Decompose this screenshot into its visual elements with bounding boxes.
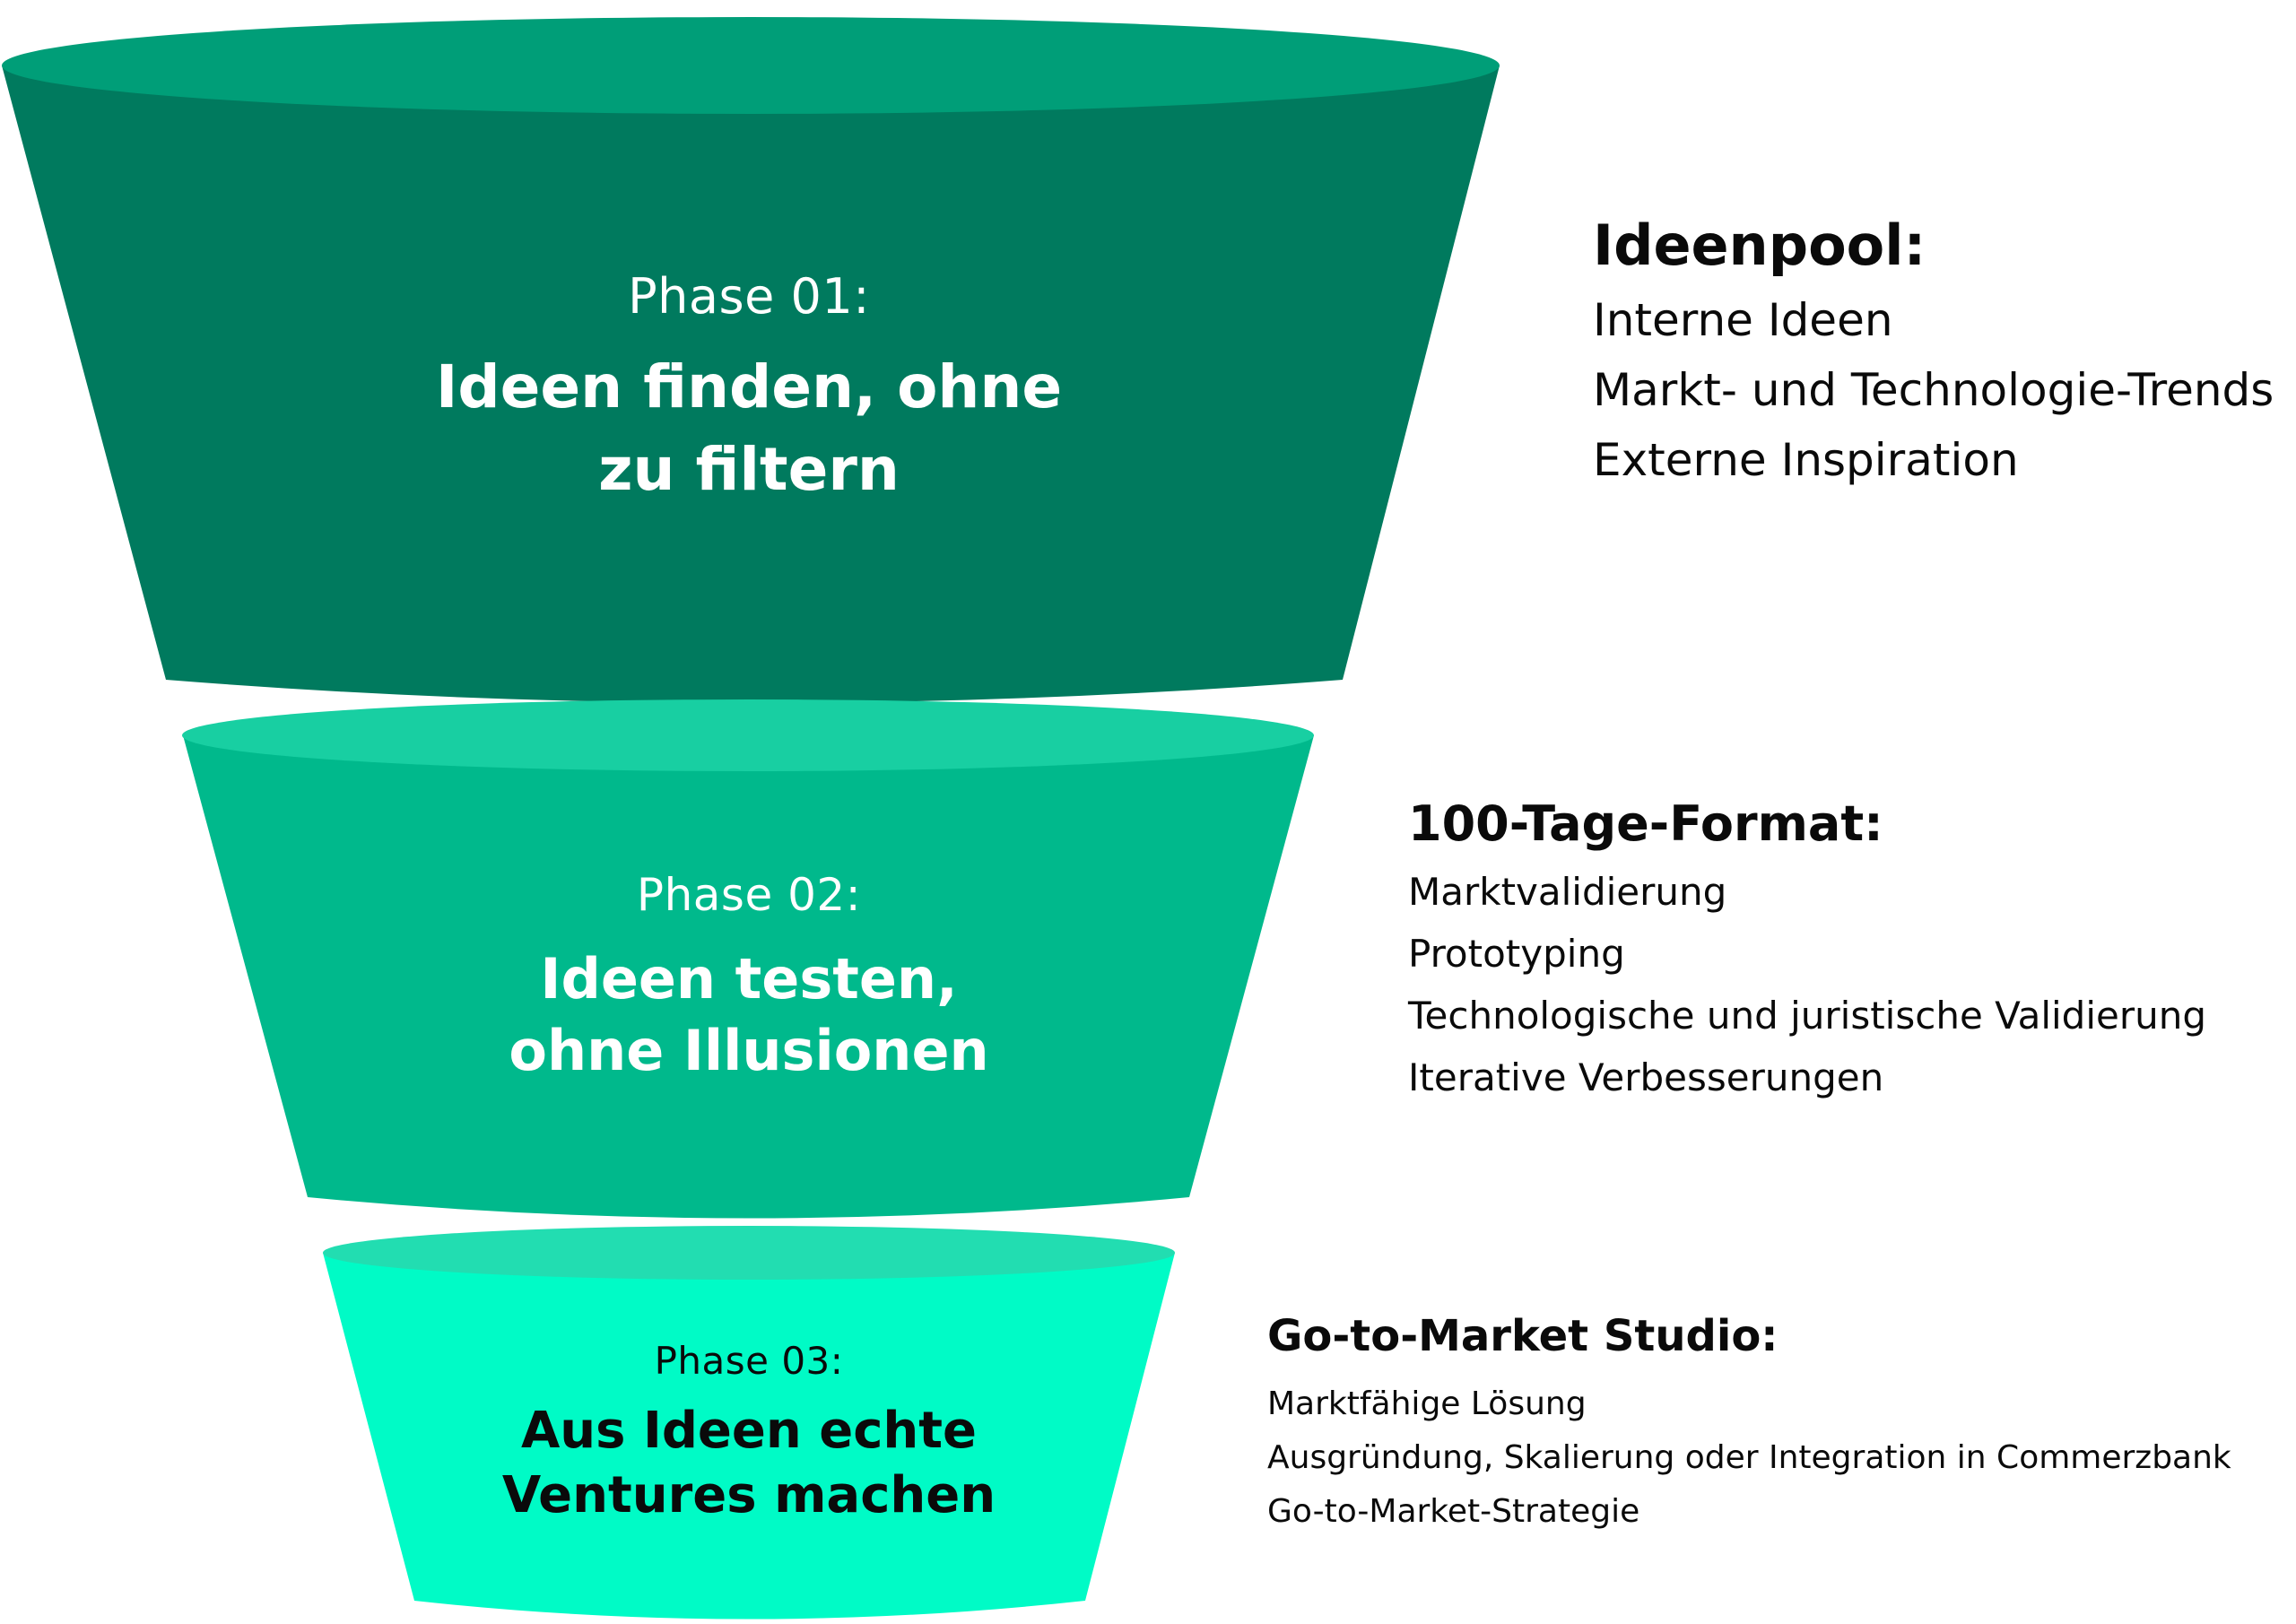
info-block-title: Go-to-Market Studio:: [1267, 1311, 1779, 1361]
info-list: Marktvalidierung Prototyping Technologis…: [1408, 861, 2206, 1108]
info-list-item: Ausgründung, Skalierung oder Integration…: [1267, 1439, 2231, 1476]
info-list-item: Iterative Verbesserungen: [1408, 1055, 1884, 1099]
info-list-item: Markt- und Technologie-Trends: [1593, 364, 2274, 416]
info-block-go-to-market-studio: Go-to-Market Studio: Marktfähige Lösung …: [1267, 1306, 2231, 1539]
phase-3-title-line-2: Ventures machen: [501, 1466, 996, 1524]
funnel-phase-1: [2, 17, 1500, 703]
phase-2-label: Phase 02:: [636, 869, 862, 921]
funnel-phase-3: [323, 1226, 1175, 1620]
info-block-title: Ideenpool:: [1593, 213, 1926, 278]
phase-3-text: Phase 03: Aus Ideen echte Ventures mache…: [390, 1333, 1108, 1528]
funnel-phase-1-top: [2, 17, 1500, 114]
info-list-item: Externe Inspiration: [1593, 434, 2019, 486]
info-list-item: Marktfähige Lösung: [1267, 1385, 1587, 1422]
phase-2-title-line-1: Ideen testen,: [540, 946, 958, 1012]
funnel-phase-3-top: [323, 1226, 1175, 1280]
phase-2-title-line-2: ohne Illusionen: [509, 1018, 989, 1083]
funnel-phase-2: [182, 699, 1314, 1219]
info-block-ideenpool: Ideenpool: Interne Ideen Markt- und Tech…: [1593, 208, 2274, 495]
phase-3-title-line-1: Aus Ideen echte: [520, 1402, 978, 1460]
info-list: Interne Ideen Markt- und Technologie-Tre…: [1593, 285, 2274, 495]
info-list-item: Technologische und juristische Validieru…: [1408, 994, 2207, 1038]
info-list-item: Go-to-Market-Strategie: [1267, 1493, 1640, 1530]
phase-1-text: Phase 01: Ideen finden, ohne zu filtern: [345, 260, 1152, 511]
phase-1-title-line-2: zu filtern: [598, 435, 900, 504]
info-list-item: Marktvalidierung: [1408, 870, 1727, 914]
phase-1-label: Phase 01:: [628, 268, 870, 325]
info-list-item: Prototyping: [1408, 932, 1625, 976]
phase-1-title-line-1: Ideen finden, ohne: [435, 352, 1063, 421]
info-block-100-tage-format: 100-Tage-Format: Marktvalidierung Protot…: [1408, 789, 2206, 1108]
info-list: Marktfähige Lösung Ausgründung, Skalieru…: [1267, 1377, 2231, 1539]
phase-2-text: Phase 02: Ideen testen, ohne Illusionen: [390, 861, 1108, 1087]
funnel-phase-3-body: [323, 1253, 1175, 1620]
info-block-title: 100-Tage-Format:: [1408, 795, 1883, 852]
funnel-phase-2-top: [182, 699, 1314, 771]
funnel-phase-1-body: [2, 65, 1500, 703]
funnel-phase-2-body: [183, 735, 1314, 1219]
info-list-item: Interne Ideen: [1593, 294, 1893, 346]
phase-3-label: Phase 03:: [654, 1339, 844, 1383]
